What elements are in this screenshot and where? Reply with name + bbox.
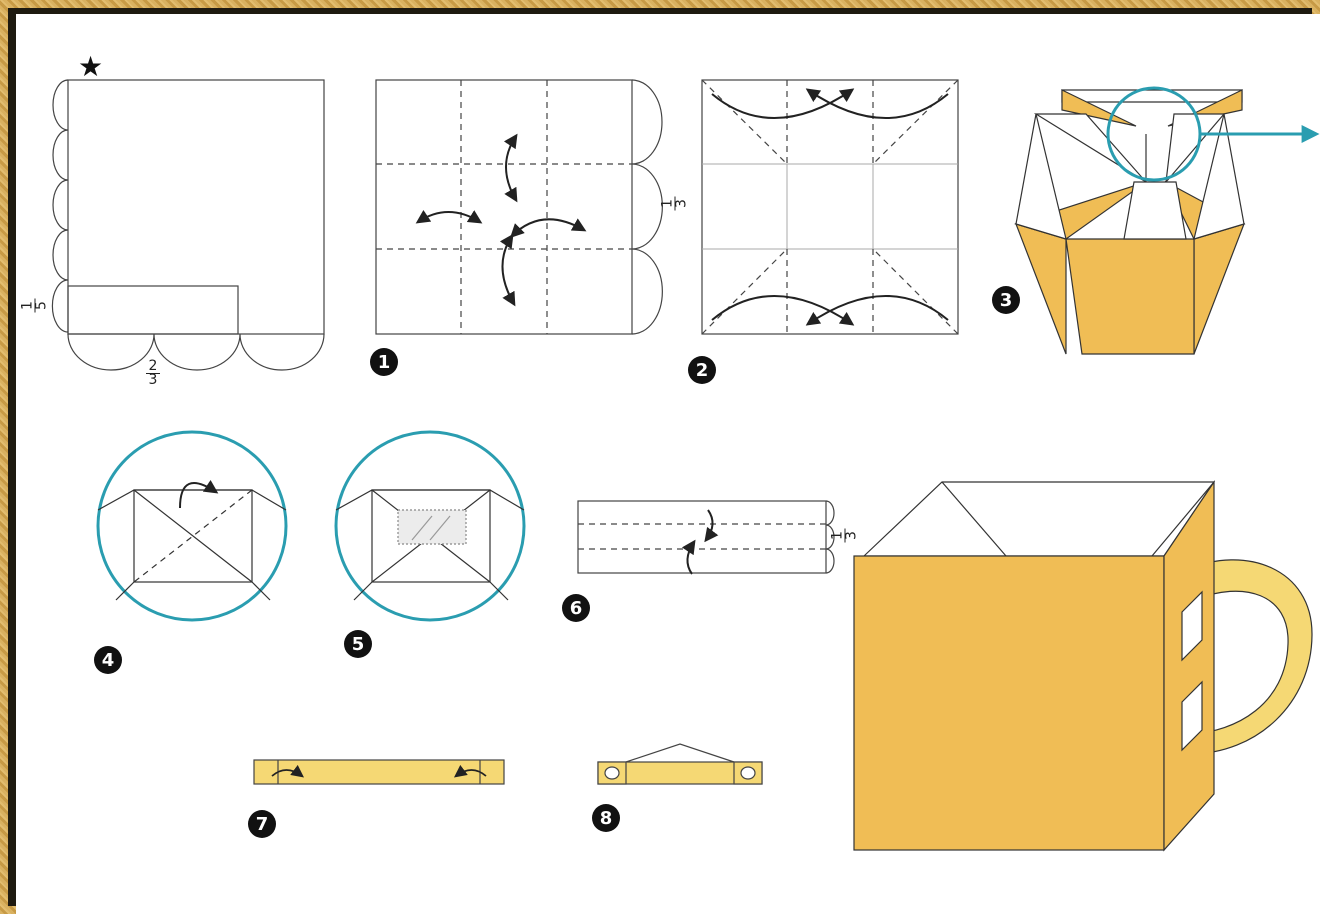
step-number-6: 6 <box>562 594 590 622</box>
finished-mug <box>853 480 1313 852</box>
step4-closeup <box>96 430 288 622</box>
step-number-4: 4 <box>94 646 122 674</box>
step3-box <box>1013 89 1246 355</box>
diagram-sheet: ★ 1 5 2 3 1 3 1 3 1 2 3 4 5 6 7 8 <box>16 14 1320 914</box>
step-number-5: 5 <box>344 630 372 658</box>
step-number-1: 1 <box>370 348 398 376</box>
fraction-numerator: 2 <box>146 359 160 374</box>
fraction-denominator: 3 <box>148 372 158 388</box>
star-label: ★ <box>78 50 104 83</box>
step7-strip <box>253 759 505 785</box>
fraction-denominator: 5 <box>33 301 50 310</box>
origami-diagram <box>51 79 1320 852</box>
step1-square <box>375 79 663 335</box>
step6-strip <box>577 500 835 575</box>
fraction-one-third-step6: 1 3 <box>830 528 860 543</box>
step-number-2: 2 <box>688 356 716 384</box>
step2-square <box>701 79 959 335</box>
fraction-one-fifth: 1 5 <box>20 298 50 313</box>
star-square <box>51 79 325 371</box>
step-number-3: 3 <box>992 286 1020 314</box>
step3-magnifier <box>1106 86 1320 182</box>
step8-strip <box>597 743 763 785</box>
step-number-8: 8 <box>592 804 620 832</box>
fraction-one-third-step1: 1 3 <box>660 196 690 211</box>
step-number-7: 7 <box>248 810 276 838</box>
fraction-denominator: 3 <box>843 531 860 540</box>
fraction-denominator: 3 <box>673 199 690 208</box>
step5-closeup <box>334 430 526 622</box>
fraction-two-thirds: 2 3 <box>146 359 160 388</box>
